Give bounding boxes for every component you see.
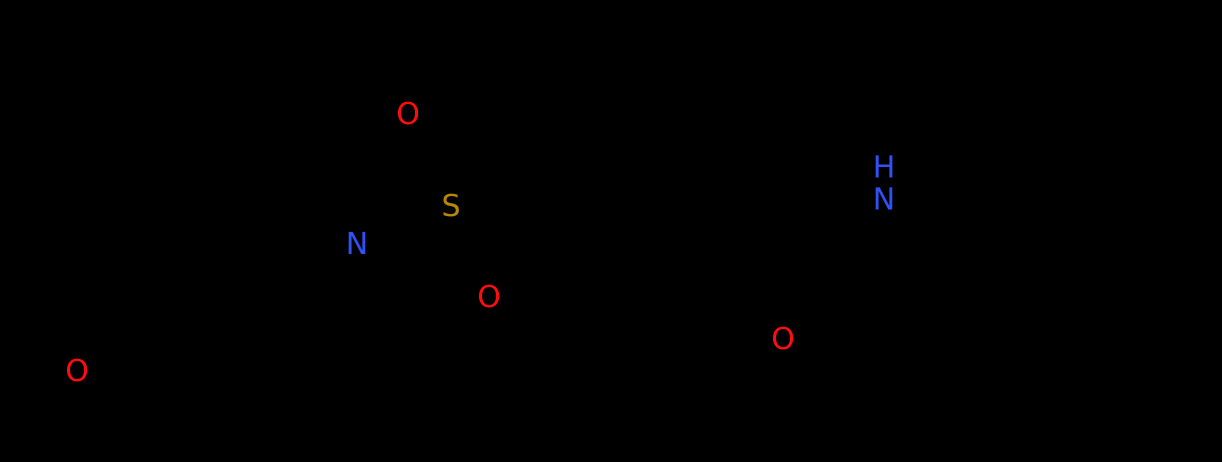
atom-sulfur: S (441, 189, 461, 224)
atom-oxygen-sulfonyl-bottom: O (477, 280, 501, 315)
atom-nitrogen-ring: N (345, 227, 369, 262)
atom-oxygen-amide: O (771, 322, 795, 357)
atom-oxygen-sulfonyl-top: O (396, 97, 420, 132)
atom-nitrogen-amide: N (872, 182, 896, 217)
atom-oxygen-ether: O (65, 354, 89, 389)
atom-hydrogen: H (872, 150, 896, 186)
atom-amide-nh: H N (872, 150, 896, 217)
